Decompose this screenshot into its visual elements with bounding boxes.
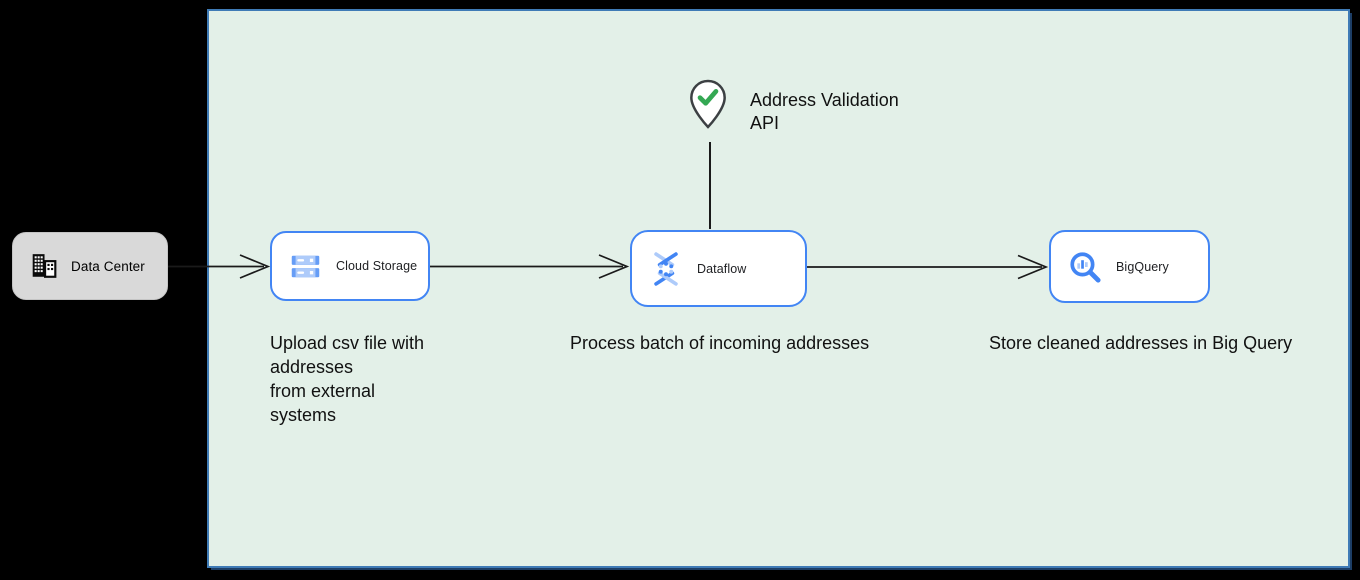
caption-upload-csv: Upload csv file with addresses from exte… (270, 333, 425, 425)
node-cloud-storage[interactable]: Cloud Storage (270, 231, 430, 301)
building-icon (32, 254, 57, 278)
caption-store-bigquery: Store cleaned addresses in Big Query (989, 333, 1293, 353)
cloud-storage-icon (291, 255, 320, 277)
data-center-label: Data Center (71, 258, 145, 274)
location-pin-check-icon (688, 79, 728, 129)
api-callout-label: Address Validation API (750, 90, 899, 133)
dataflow-icon (654, 251, 678, 286)
node-bigquery[interactable]: BigQuery (1049, 230, 1210, 303)
node-data-center[interactable]: Data Center (12, 232, 168, 300)
dataflow-label: Dataflow (697, 261, 747, 276)
caption-process-batch: Process batch of incoming addresses (570, 333, 870, 353)
cloud-storage-label: Cloud Storage (336, 259, 418, 273)
bigquery-label: BigQuery (1116, 259, 1169, 274)
bigquery-icon (1070, 251, 1101, 283)
node-dataflow[interactable]: Dataflow (630, 230, 807, 307)
